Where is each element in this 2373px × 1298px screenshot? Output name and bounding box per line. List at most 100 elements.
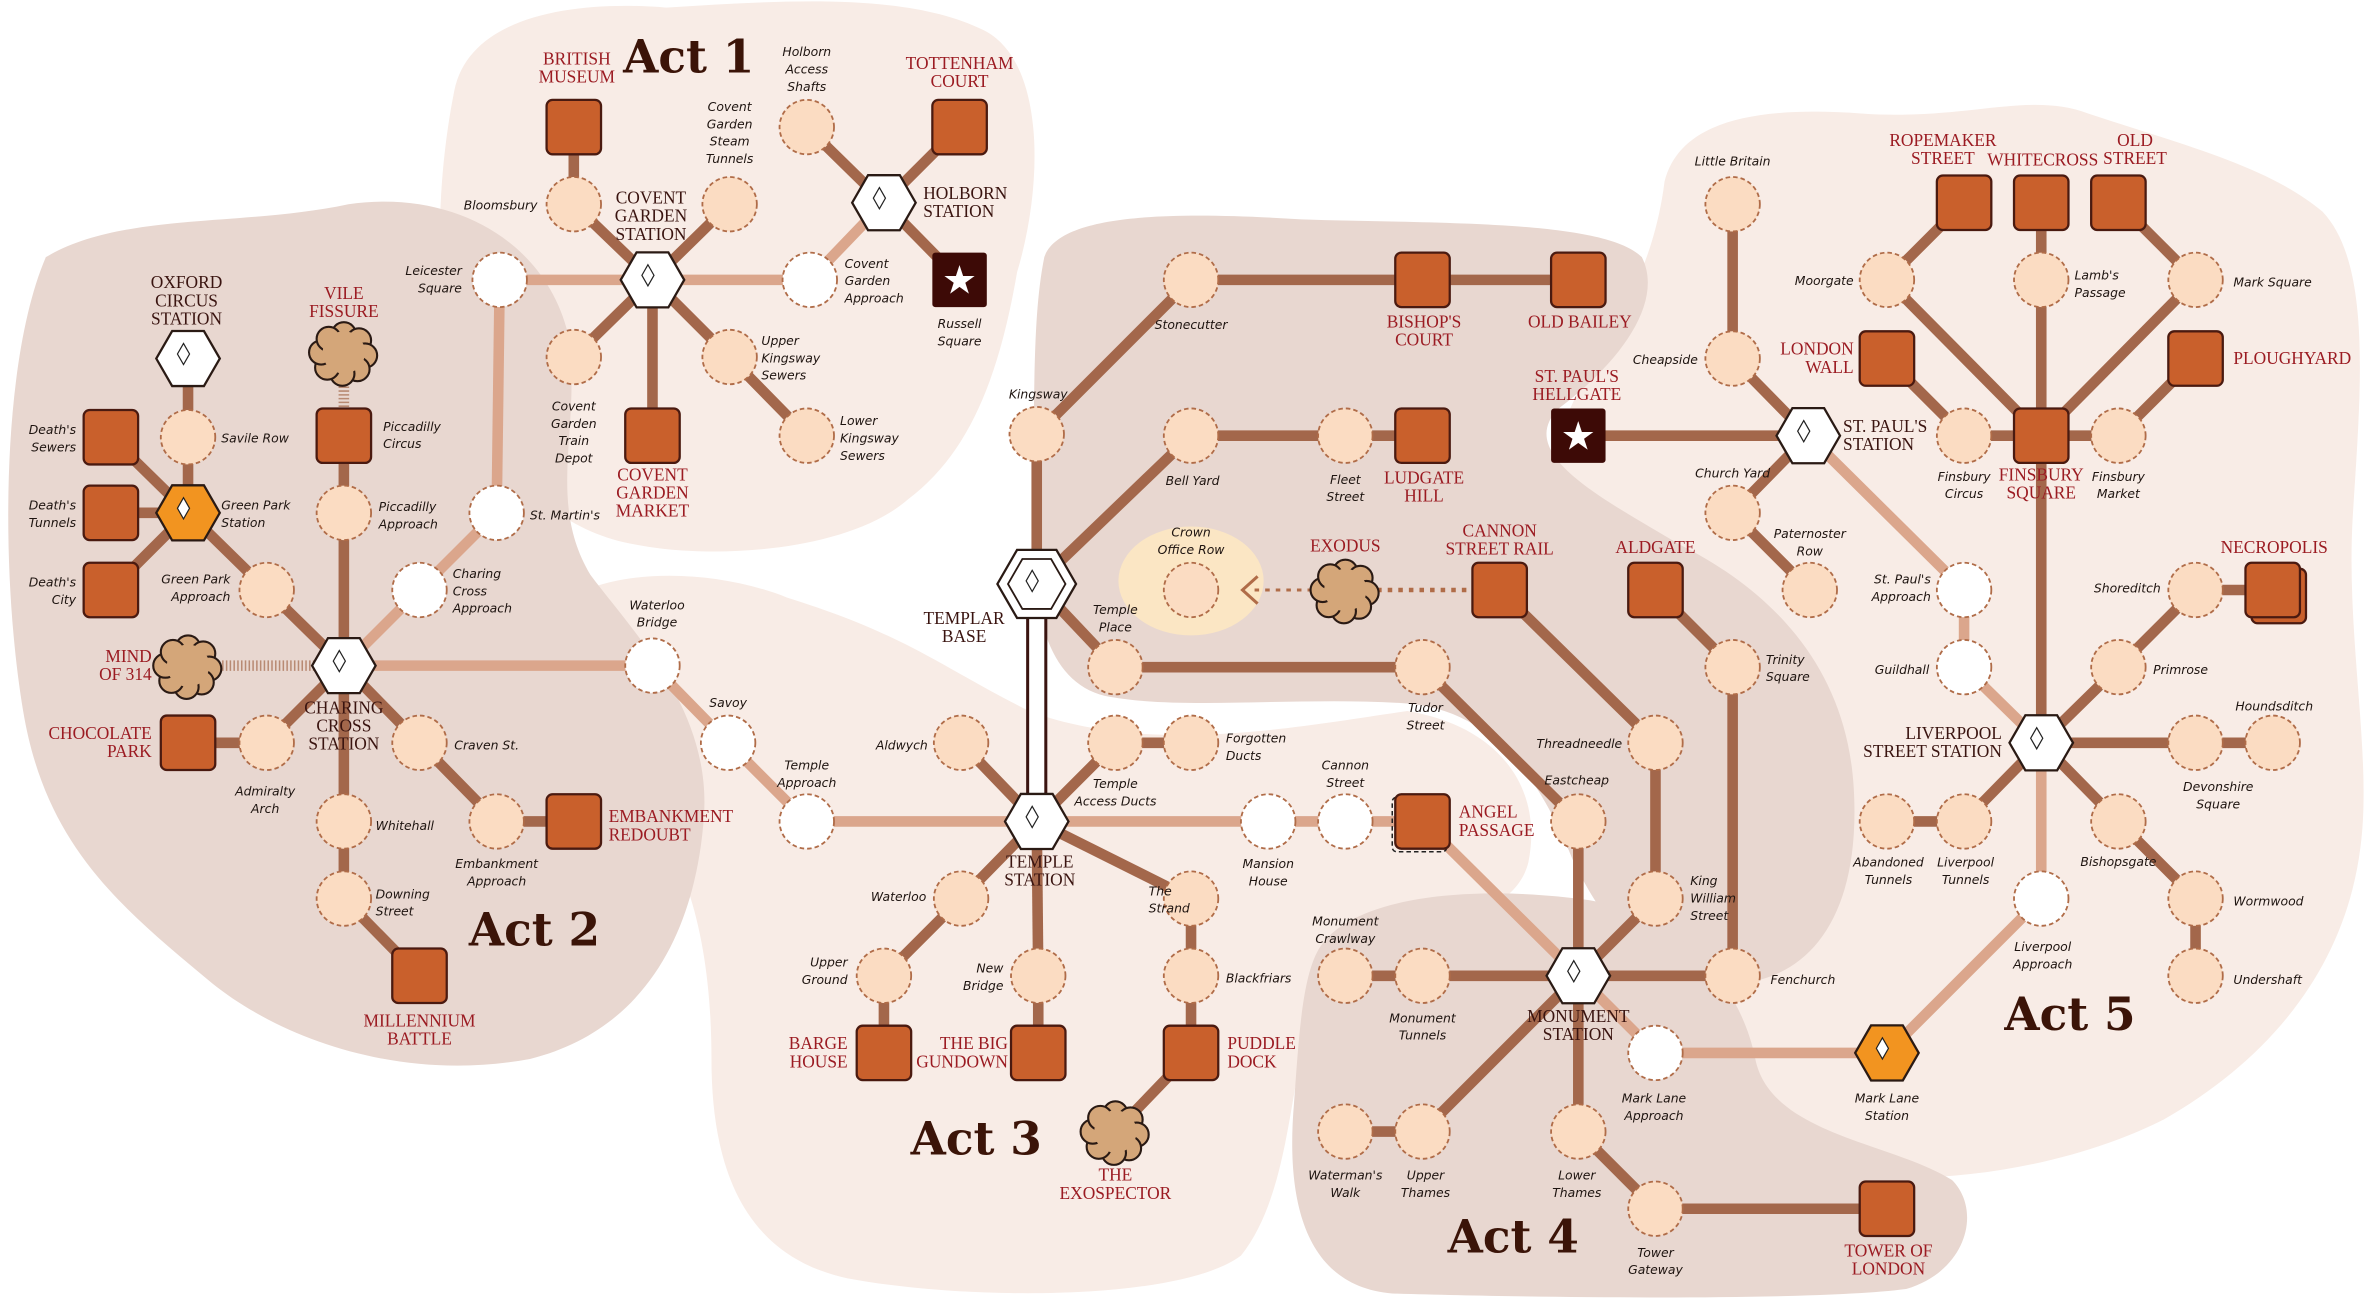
node-king-william[interactable] (1627, 870, 1684, 927)
node-blackfriars[interactable] (1162, 947, 1220, 1004)
node-whitecross[interactable] (2012, 174, 2070, 232)
node-cheapside[interactable] (1704, 330, 1761, 387)
node-tottenham[interactable] (931, 98, 988, 156)
node-gp-approach[interactable] (238, 561, 295, 619)
node-russell[interactable]: ★ (932, 252, 987, 308)
node-old-bailey[interactable] (1549, 251, 1607, 309)
node-primrose[interactable] (2090, 639, 2147, 696)
node-lower-ks[interactable] (778, 407, 835, 464)
node-stonecutter[interactable] (1162, 251, 1220, 309)
node-mon-tunnels[interactable] (1394, 947, 1451, 1004)
node-crawlway[interactable] (1317, 947, 1374, 1004)
node-pic-approach[interactable] (315, 484, 372, 541)
node-temple-approach[interactable] (778, 793, 835, 850)
node-old-street[interactable] (2090, 174, 2147, 232)
node-devonshire[interactable] (2167, 714, 2224, 771)
node-upper-ground[interactable] (855, 947, 913, 1004)
node-waterloo-bridge[interactable] (624, 637, 681, 694)
node-shoreditch[interactable] (2167, 561, 2224, 619)
node-puddle[interactable] (1162, 1024, 1220, 1082)
node-st-pauls[interactable] (1775, 407, 1842, 465)
node-british-museum[interactable] (545, 98, 603, 156)
node-emb-approach[interactable] (468, 793, 525, 850)
node-cg-approach[interactable] (781, 251, 838, 309)
node-chocolate[interactable] (159, 714, 217, 772)
node-mark-square[interactable] (2167, 251, 2224, 309)
node-houndsditch[interactable] (2244, 714, 2301, 771)
node-eastcheap[interactable] (1550, 793, 1607, 850)
node-undershaft[interactable] (2167, 947, 2224, 1004)
node-finsbury-market[interactable] (2090, 407, 2147, 464)
node-bishopsgate[interactable] (2090, 793, 2147, 850)
node-paternoster[interactable] (1781, 561, 1838, 619)
node-d-city[interactable] (82, 561, 140, 619)
node-exospector[interactable] (1079, 1100, 1150, 1166)
node-waterman[interactable] (1317, 1103, 1374, 1160)
node-church-yard[interactable] (1704, 484, 1761, 541)
node-ropemaker[interactable] (1935, 174, 1993, 232)
node-trinity[interactable] (1704, 639, 1761, 696)
node-pic-circus[interactable] (315, 407, 373, 465)
node-guildhall[interactable] (1935, 639, 1993, 696)
node-downing[interactable] (315, 870, 372, 927)
node-necropolis[interactable] (2244, 561, 2308, 625)
node-finsbury[interactable] (2012, 407, 2070, 465)
node-craven[interactable] (391, 714, 448, 771)
node-bloomsbury[interactable] (545, 176, 602, 233)
node-millennium[interactable] (391, 947, 448, 1005)
node-cg-depot[interactable] (545, 328, 602, 386)
node-lower-thames[interactable] (1550, 1103, 1607, 1160)
node-kingsway[interactable] (1008, 406, 1065, 463)
node-wormwood[interactable] (2167, 870, 2224, 927)
node-admiralty[interactable] (238, 714, 295, 771)
node-emb-redoubt[interactable] (545, 793, 603, 850)
node-mark-lane[interactable] (1853, 1024, 1921, 1082)
node-lambs[interactable] (2013, 251, 2070, 309)
node-new-bridge[interactable] (1010, 947, 1067, 1004)
node-upper-ks[interactable] (701, 328, 758, 386)
node-savoy[interactable] (699, 714, 757, 771)
node-cannon-rail[interactable] (1471, 561, 1529, 619)
node-liv-approach[interactable] (2013, 870, 2070, 927)
node-ml-approach[interactable] (1627, 1024, 1684, 1082)
node-charing[interactable] (310, 636, 377, 695)
node-aldwych[interactable] (932, 714, 990, 771)
node-liverpool[interactable] (2008, 714, 2075, 772)
node-crown[interactable] (1162, 561, 1220, 619)
node-forgotten[interactable] (1162, 714, 1220, 771)
node-cg-steam[interactable] (701, 176, 758, 233)
node-tudor[interactable] (1394, 639, 1451, 696)
node-little-britain[interactable] (1704, 176, 1761, 233)
node-holborn-shafts[interactable] (778, 98, 835, 156)
node-barge[interactable] (855, 1024, 913, 1082)
node-hellgate[interactable]: ★ (1551, 408, 1606, 463)
node-london-wall[interactable] (1858, 330, 1916, 387)
node-temple-access[interactable] (1087, 714, 1144, 771)
node-gundown[interactable] (1009, 1024, 1067, 1082)
node-mansion[interactable] (1240, 793, 1297, 850)
node-exodus[interactable] (1309, 558, 1380, 625)
node-liv-tunnels[interactable] (1935, 793, 1993, 850)
node-fenchurch[interactable] (1704, 947, 1761, 1004)
node-temple[interactable] (1003, 792, 1070, 851)
node-d-sewers[interactable] (82, 408, 140, 466)
node-mind[interactable] (152, 634, 223, 700)
node-temple-place[interactable] (1087, 639, 1144, 696)
node-green-park[interactable] (154, 484, 222, 542)
node-leicester[interactable] (471, 251, 528, 309)
node-tower[interactable] (1858, 1180, 1916, 1238)
node-cannon-st[interactable] (1317, 793, 1374, 850)
node-bishops[interactable] (1394, 251, 1451, 309)
node-tower-gateway[interactable] (1627, 1180, 1684, 1237)
node-savile[interactable] (159, 409, 217, 466)
node-whitehall[interactable] (315, 793, 372, 850)
node-bell-yard[interactable] (1162, 407, 1220, 464)
node-aldgate[interactable] (1627, 561, 1684, 619)
node-cg-market[interactable] (624, 407, 681, 465)
node-monument[interactable] (1545, 947, 1612, 1005)
node-ludgate[interactable] (1394, 407, 1451, 465)
node-cg-station[interactable] (619, 251, 686, 309)
node-abandoned[interactable] (1858, 793, 1916, 850)
node-fleet[interactable] (1317, 407, 1374, 464)
node-vile[interactable] (308, 321, 379, 387)
